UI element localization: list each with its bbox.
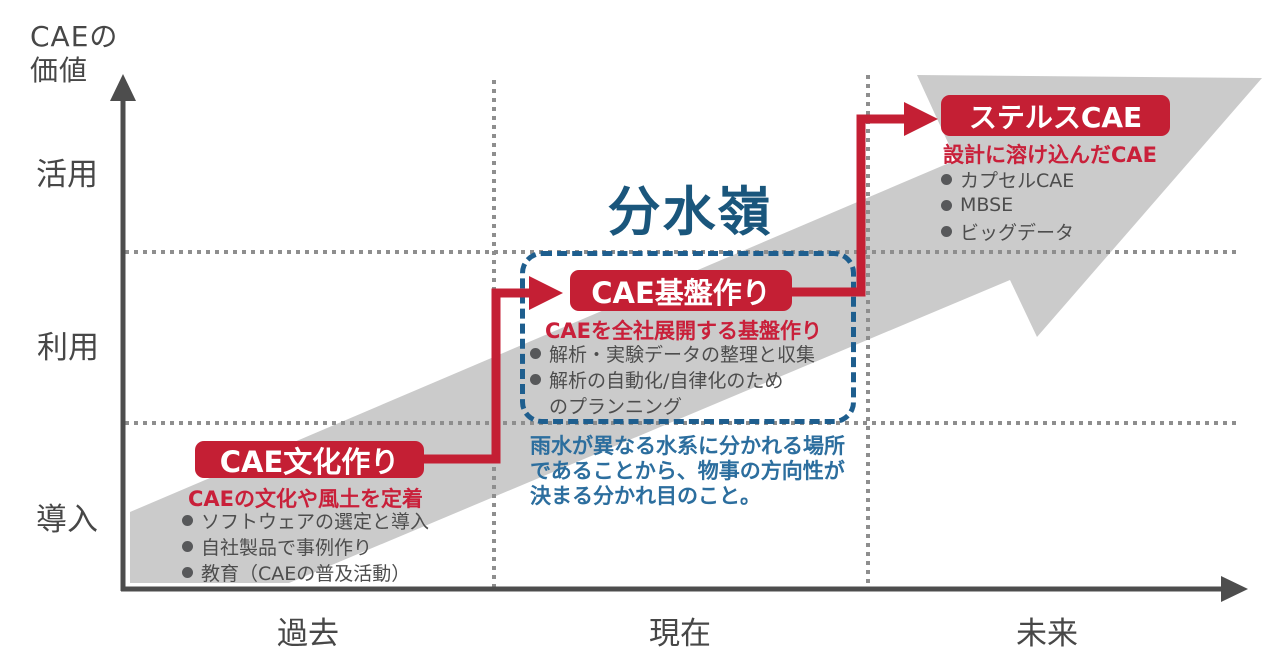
y-label-dounyuu: 導入	[36, 502, 98, 538]
bullet-text: MBSE	[960, 194, 1014, 216]
bullet-dot-icon	[941, 173, 952, 185]
watershed-definition-line1: 雨水が異なる水系に分かれる場所	[530, 434, 845, 458]
stage-foundation-bullets: 解析・実験データの整理と収集 解析の自動化/自律化のため のプランニング	[530, 340, 815, 418]
stage-foundation-subtitle: CAEを全社展開する基盤作り	[545, 319, 823, 343]
bullet-dot-icon	[530, 373, 541, 385]
watershed-definition: 雨水が異なる水系に分かれる場所 であることから、物事の方向性が 決まる分かれ目の…	[530, 434, 845, 509]
list-item: 解析・実験データの整理と収集	[530, 340, 815, 366]
bullet-dot-icon	[530, 347, 541, 359]
bullet-dot-icon	[182, 566, 193, 578]
bullet-text: ソフトウェアの選定と導入	[201, 510, 430, 533]
connector-arrowhead-foundation-icon	[529, 276, 563, 310]
x-label-past: 過去	[277, 616, 339, 652]
watershed-title: 分水嶺	[607, 181, 773, 243]
list-item: MBSE	[941, 192, 1074, 218]
x-label-present: 現在	[649, 616, 711, 652]
y-axis-title-line1: CAEの	[30, 20, 119, 53]
bullet-text: ビッグデータ	[960, 221, 1075, 244]
connector-culture-to-foundation	[415, 288, 529, 464]
list-item: ソフトウェアの選定と導入	[182, 507, 429, 533]
y-label-riyou: 利用	[37, 330, 99, 366]
bullet-dot-icon	[941, 199, 952, 211]
stage-culture-subtitle: CAEの文化や風土を定着	[188, 487, 424, 511]
x-label-future: 未来	[1016, 616, 1078, 652]
stage-stealth-subtitle: 設計に溶け込んだCAE	[943, 143, 1158, 167]
watershed-dashed-box	[520, 251, 856, 424]
bullet-text: 解析・実験データの整理と収集	[549, 343, 816, 366]
connector-arrowhead-stealth-icon	[904, 102, 938, 136]
bullet-text: 解析の自動化/自律化のため	[549, 369, 784, 392]
watershed-definition-line2: であることから、物事の方向性が	[530, 459, 845, 483]
list-item: ビッグデータ	[941, 218, 1074, 244]
x-axis-arrowhead-icon	[1221, 576, 1248, 602]
stage-culture-bullets: ソフトウェアの選定と導入 自社製品で事例作り 教育（CAEの普及活動）	[182, 507, 429, 585]
bullet-dot-icon	[182, 540, 193, 552]
y-axis-title: CAEの 価値	[30, 20, 118, 88]
bullet-dot-icon	[941, 225, 952, 237]
bullet-text: 自社製品で事例作り	[201, 536, 373, 559]
stage-box-foundation-title: CAE基盤作り	[591, 275, 771, 310]
list-item: 解析の自動化/自律化のため	[530, 366, 815, 392]
stage-box-stealth-title: ステルスCAE	[968, 100, 1143, 134]
list-item: 自社製品で事例作り	[182, 533, 429, 559]
y-label-katsuyou: 活用	[36, 157, 98, 193]
bullet-text: のプランニング	[549, 395, 683, 418]
bullet-dot-icon	[182, 514, 193, 526]
watershed-definition-line3: 決まる分かれ目のこと。	[530, 484, 761, 508]
bullet-text: カプセルCAE	[960, 169, 1075, 192]
connector-foundation-to-stealth	[788, 114, 904, 297]
y-axis-arrowhead-icon	[110, 74, 136, 101]
list-item-continuation: のプランニング	[530, 392, 815, 418]
stage-box-culture-title: CAE文化作り	[219, 444, 400, 479]
list-item: 教育（CAEの普及活動）	[182, 559, 429, 585]
stage-box-foundation: CAE基盤作り	[570, 270, 792, 311]
stage-stealth-bullets: カプセルCAE MBSE ビッグデータ	[941, 166, 1074, 244]
stage-box-culture: CAE文化作り	[195, 441, 424, 479]
stage-box-stealth: ステルスCAE	[941, 95, 1170, 136]
y-axis-title-line2: 価値	[30, 54, 89, 88]
list-item: カプセルCAE	[941, 166, 1074, 192]
bullet-text: 教育（CAEの普及活動）	[201, 562, 411, 585]
